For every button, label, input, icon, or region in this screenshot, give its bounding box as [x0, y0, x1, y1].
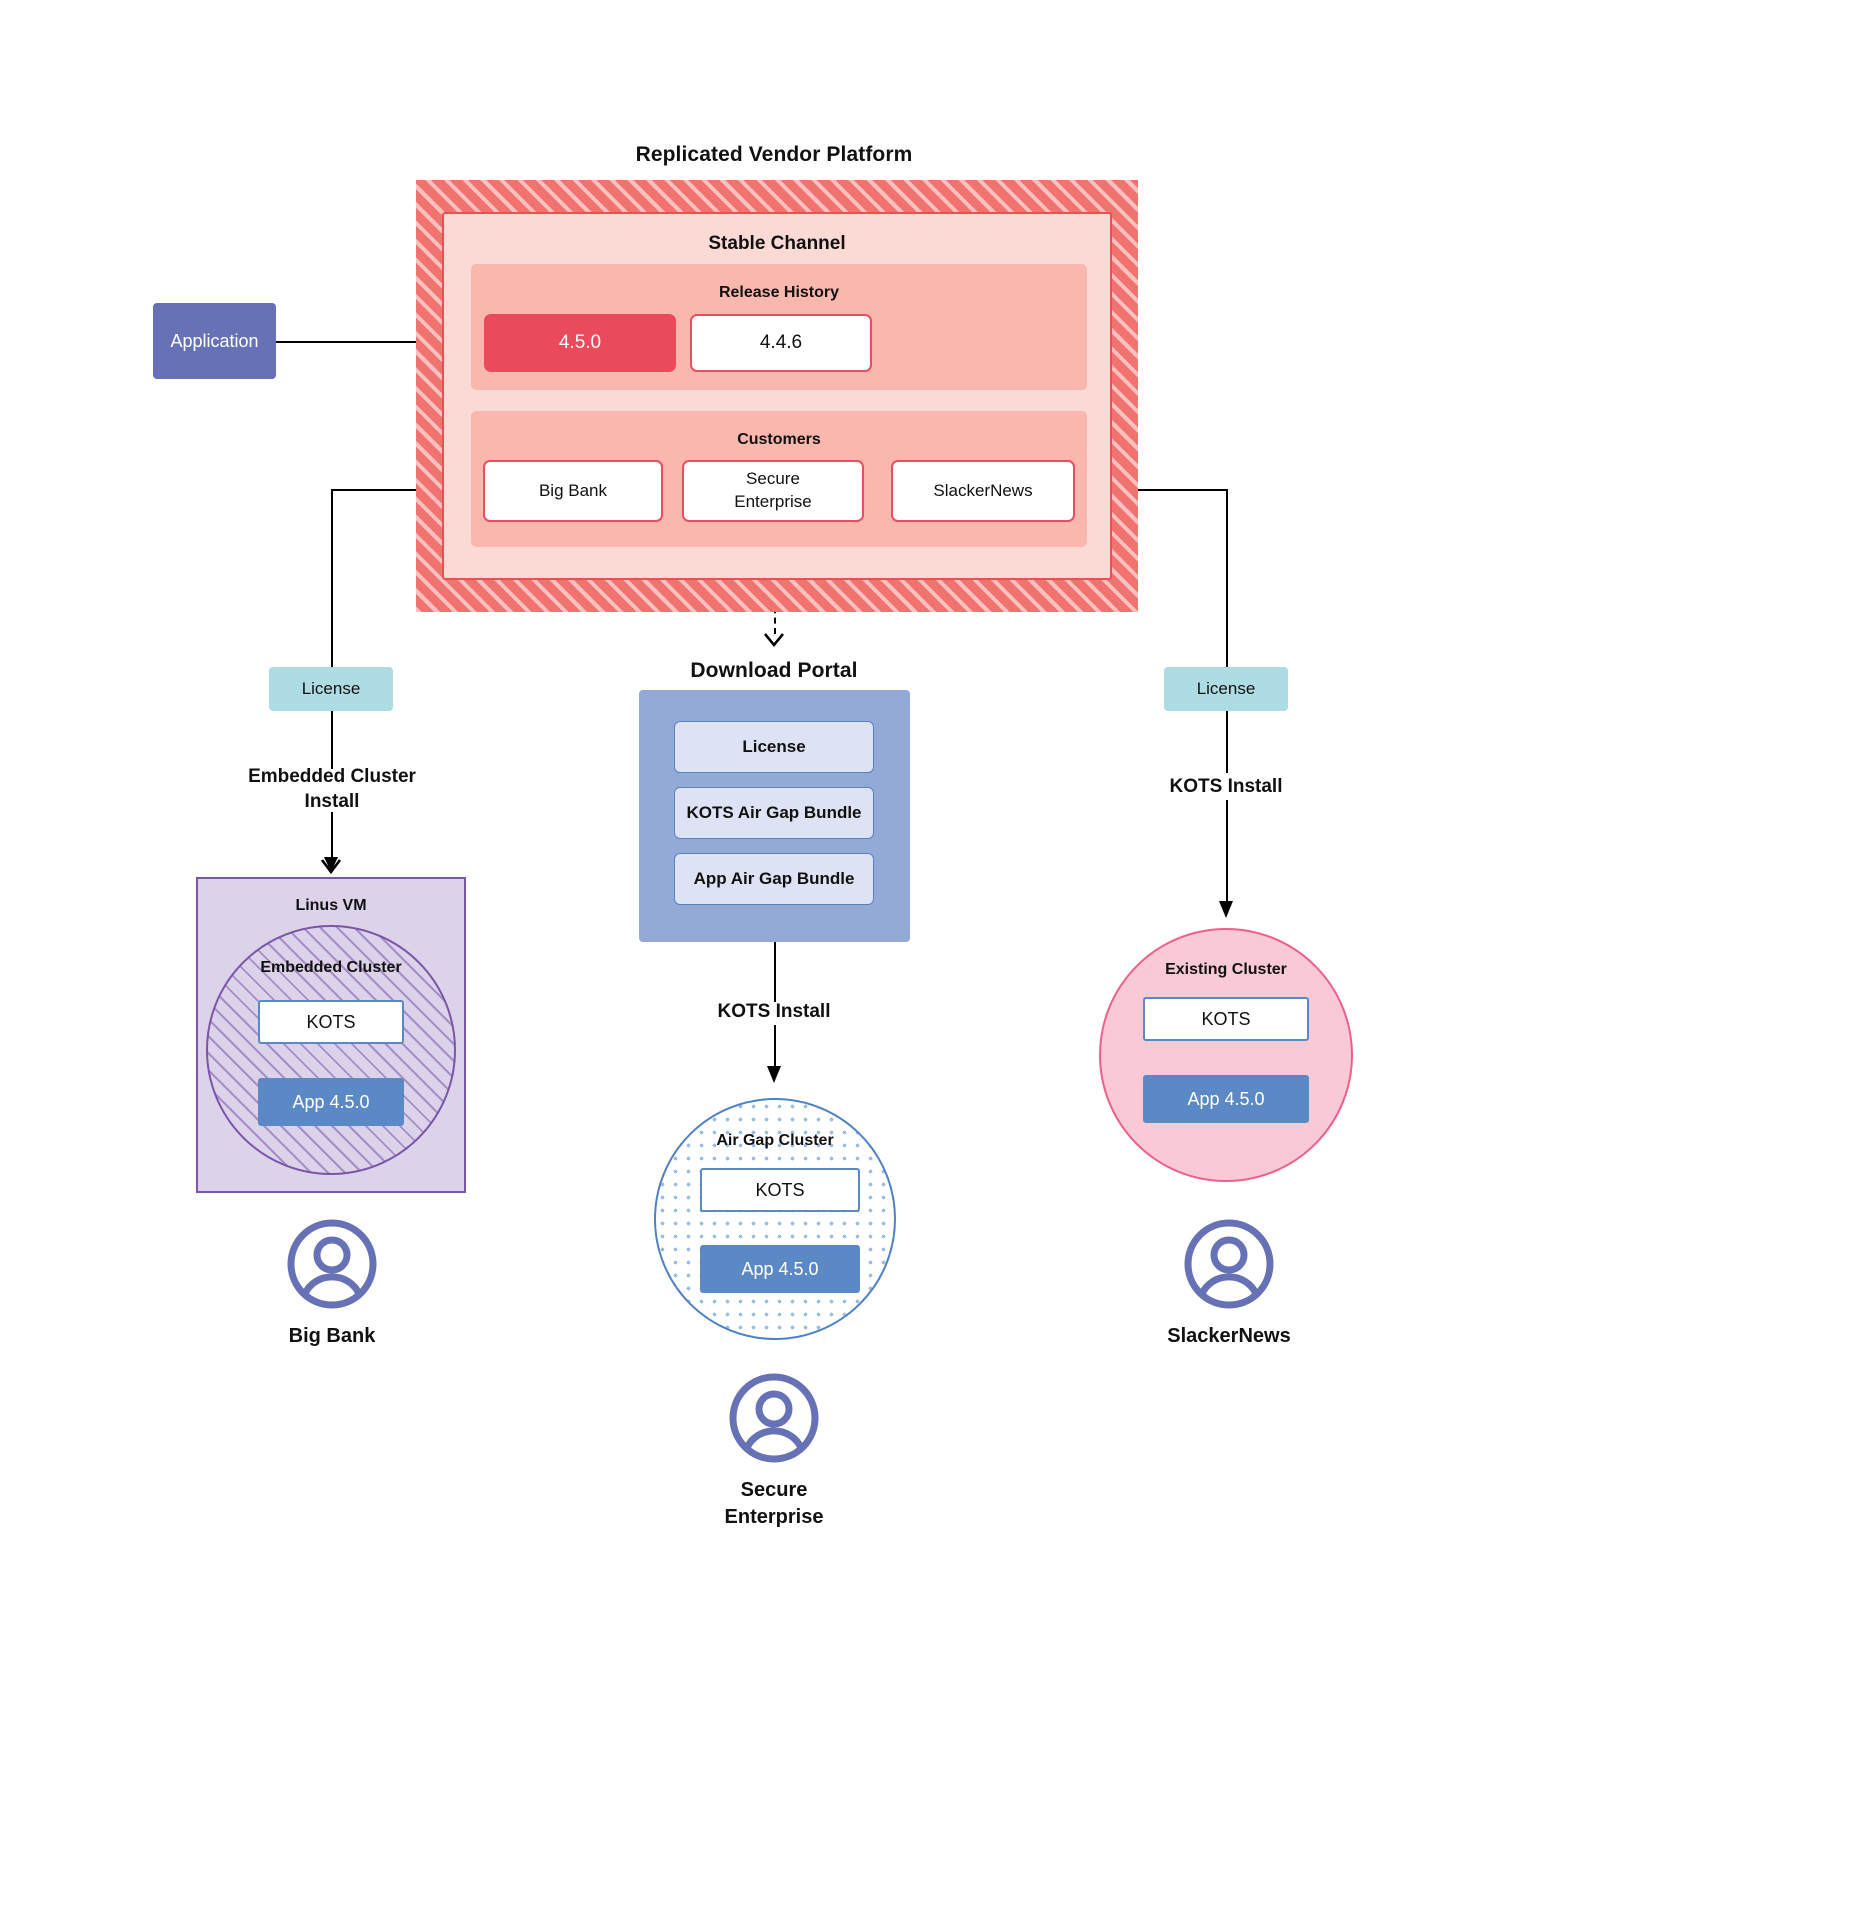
portal-item-license[interactable]: License — [674, 721, 874, 773]
end-user-label-secure-enterprise: Secure Enterprise — [724, 1479, 824, 1528]
connector-slackernews-vertical — [1226, 489, 1229, 669]
connector-application-to-release — [276, 341, 482, 344]
left-app-box[interactable]: App 4.5.0 — [258, 1078, 404, 1126]
end-user-label-slackernews: SlackerNews — [1167, 1324, 1291, 1347]
customer-box-secure-enterprise[interactable]: Secure Enterprise — [682, 460, 864, 522]
download-portal-title: Download Portal — [690, 659, 858, 682]
customer-label: Big Bank — [538, 480, 608, 500]
application-box[interactable]: Application — [153, 303, 276, 379]
app-label: App 4.5.0 — [741, 1258, 819, 1279]
embedded-cluster-label: Embedded Cluster — [260, 959, 402, 976]
release-version-label: 4.5.0 — [558, 332, 602, 353]
release-history-title: Release History — [718, 284, 840, 301]
release-version-label: 4.4.6 — [759, 332, 803, 353]
install-label-right: KOTS Install — [1169, 776, 1283, 797]
portal-item-kots-air-gap-bundle[interactable]: KOTS Air Gap Bundle — [674, 787, 874, 839]
air-gap-cluster-label: Air Gap Cluster — [716, 1132, 834, 1149]
connector-portal-down — [774, 942, 777, 1002]
avatar-secure-enterprise — [729, 1373, 819, 1463]
portal-item-label: KOTS Air Gap Bundle — [686, 803, 862, 822]
customer-label: Secure Enterprise — [734, 469, 812, 511]
app-label: App 4.5.0 — [292, 1091, 370, 1112]
existing-cluster-circle — [1099, 928, 1353, 1182]
connector-right-install-down — [1226, 800, 1229, 912]
connector-bigbank-vertical — [331, 489, 334, 669]
kots-label: KOTS — [306, 1011, 356, 1032]
app-label: App 4.5.0 — [1187, 1088, 1265, 1109]
license-badge-left[interactable]: License — [269, 667, 393, 711]
left-kots-box[interactable]: KOTS — [258, 1000, 404, 1044]
embedded-cluster-circle — [206, 925, 456, 1175]
center-app-box[interactable]: App 4.5.0 — [700, 1245, 860, 1293]
kots-label: KOTS — [1201, 1008, 1251, 1029]
portal-item-app-air-gap-bundle[interactable]: App Air Gap Bundle — [674, 853, 874, 905]
connector-slackernews-horizontal — [1076, 489, 1228, 492]
license-label: License — [1196, 679, 1256, 698]
right-app-box[interactable]: App 4.5.0 — [1143, 1075, 1309, 1123]
linux-vm-label: Linus VM — [295, 897, 367, 914]
release-box-previous[interactable]: 4.4.6 — [690, 314, 872, 372]
customers-title: Customers — [737, 431, 821, 448]
portal-item-label: License — [742, 737, 806, 756]
connector-center-install-down — [774, 1025, 777, 1077]
kots-label: KOTS — [755, 1179, 805, 1200]
connector-right-license-down — [1226, 711, 1229, 773]
application-label: Application — [170, 330, 259, 351]
license-badge-right[interactable]: License — [1164, 667, 1288, 711]
connector-left-install-down — [331, 812, 334, 868]
license-label: License — [301, 679, 361, 698]
install-label-center: KOTS Install — [717, 1001, 831, 1022]
right-kots-box[interactable]: KOTS — [1143, 997, 1309, 1041]
connector-bigbank-horizontal — [331, 489, 483, 492]
avatar-slackernews — [1184, 1219, 1274, 1309]
air-gap-cluster-circle — [654, 1098, 896, 1340]
portal-item-label: App Air Gap Bundle — [693, 869, 855, 888]
customer-label: SlackerNews — [933, 480, 1033, 500]
existing-cluster-label: Existing Cluster — [1165, 961, 1287, 978]
avatar-big-bank — [287, 1219, 377, 1309]
release-box-current[interactable]: 4.5.0 — [484, 314, 676, 372]
center-kots-box[interactable]: KOTS — [700, 1168, 860, 1212]
stable-channel-title: Stable Channel — [708, 233, 846, 254]
connector-left-license-down — [331, 711, 334, 769]
end-user-label-big-bank: Big Bank — [288, 1324, 376, 1347]
customer-box-big-bank[interactable]: Big Bank — [483, 460, 663, 522]
customer-box-slackernews[interactable]: SlackerNews — [891, 460, 1075, 522]
install-label-left: Embedded Cluster Install — [248, 766, 416, 812]
platform-title: Replicated Vendor Platform — [635, 143, 913, 166]
